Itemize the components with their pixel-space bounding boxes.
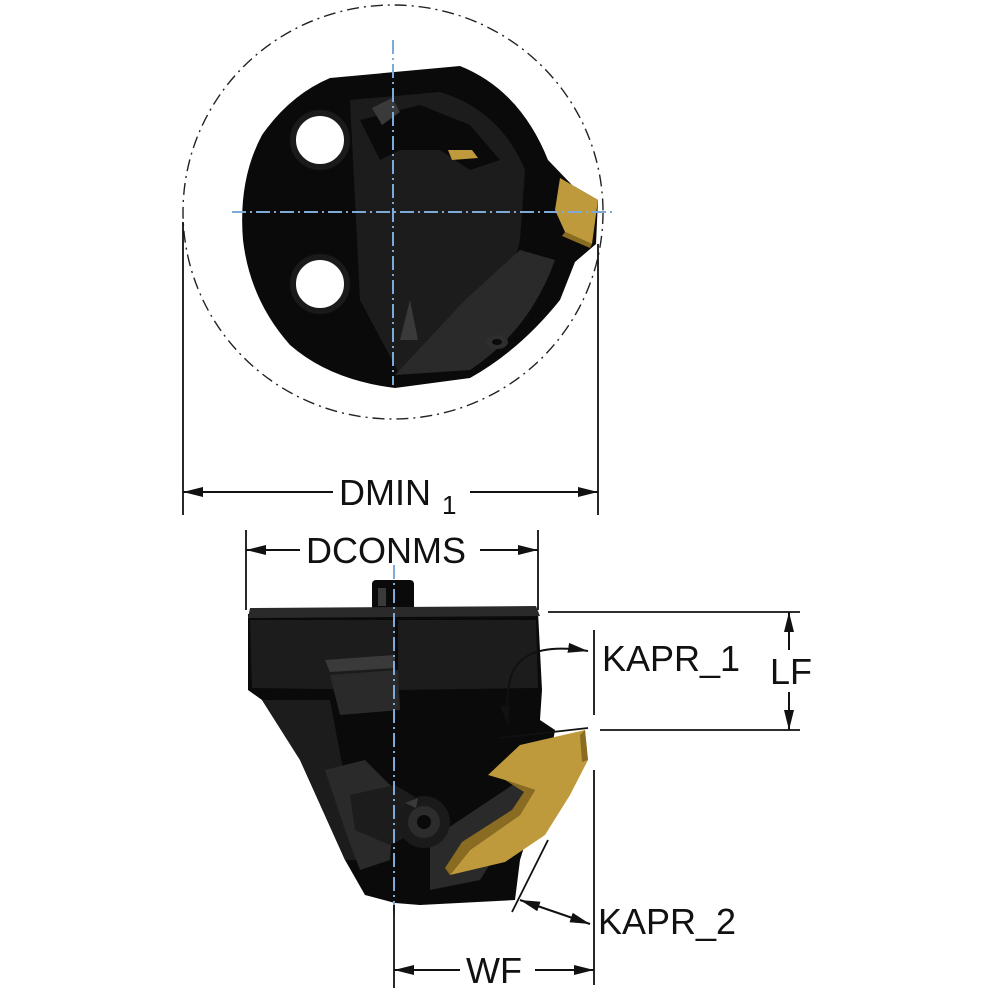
mounting-hole-top bbox=[290, 110, 350, 170]
dmin-label: DMIN bbox=[339, 472, 431, 513]
insert-side-view bbox=[450, 730, 588, 875]
wf-label: WF bbox=[466, 950, 522, 991]
dconms-label: DCONMS bbox=[306, 530, 466, 571]
wf-dimension: WF bbox=[393, 905, 594, 991]
lf-dimension: LF bbox=[548, 611, 812, 731]
kapr2-dimension: KAPR_2 bbox=[511, 770, 736, 985]
dconms-dimension: DCONMS bbox=[245, 530, 539, 610]
kapr1-label: KAPR_1 bbox=[602, 638, 740, 679]
dmin-subscript: 1 bbox=[442, 490, 456, 520]
kapr2-label: KAPR_2 bbox=[598, 901, 736, 942]
top-view bbox=[182, 4, 612, 420]
dmin-dimension: DMIN 1 bbox=[182, 222, 599, 520]
mounting-hole-bottom bbox=[290, 254, 350, 314]
lf-label: LF bbox=[770, 651, 812, 692]
kapr1-dimension: KAPR_1 bbox=[499, 630, 740, 739]
